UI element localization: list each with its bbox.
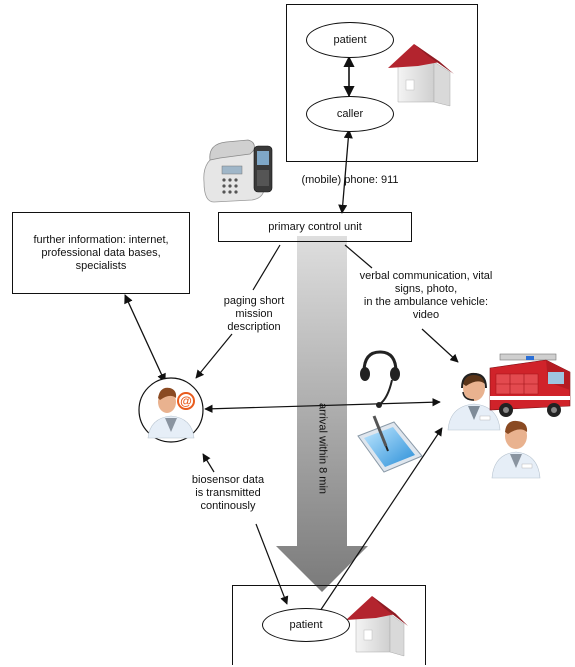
biosensor-line-2: is transmitted bbox=[195, 487, 261, 499]
ambulance-truck-icon bbox=[489, 353, 571, 417]
medic-icon bbox=[491, 420, 541, 479]
tablet-icon bbox=[357, 415, 423, 473]
biosensor-down-line bbox=[255, 523, 289, 605]
patient-label-bottom: patient bbox=[289, 619, 323, 631]
verbal-label: verbal communication, vital signs, photo… bbox=[356, 270, 496, 322]
info-line-3: specialists bbox=[75, 259, 127, 272]
info-box: further information: internet, professio… bbox=[12, 212, 190, 294]
verbal-line bbox=[344, 244, 373, 269]
home-scene-box bbox=[286, 4, 478, 162]
biosensor-line-1: biosensor data bbox=[191, 474, 265, 486]
control-unit-label: primary control unit bbox=[268, 220, 362, 233]
biosensor-up-arrow bbox=[202, 453, 215, 473]
phone-link-label: (mobile) phone: 911 bbox=[301, 174, 399, 186]
headset-icon bbox=[360, 350, 400, 408]
paging-line-2: mission bbox=[235, 308, 273, 320]
patient-label: patient bbox=[333, 34, 367, 46]
house-icon bbox=[346, 596, 408, 657]
verbal-line-1: verbal communication, vital bbox=[359, 270, 493, 282]
paging-line bbox=[252, 244, 281, 291]
doctor-paramedic-arrow bbox=[204, 398, 441, 413]
mobile-phone-icon bbox=[253, 145, 273, 193]
svg-text:@: @ bbox=[180, 394, 192, 408]
patient-node-bottom: patient bbox=[262, 608, 350, 642]
patient-location-box bbox=[232, 585, 426, 665]
verbal-line-4: video bbox=[412, 309, 440, 321]
verbal-line-3: in the ambulance vehicle: bbox=[363, 296, 489, 308]
info-line-1: further information: internet, bbox=[33, 233, 169, 246]
caller-label: caller bbox=[336, 108, 364, 120]
paramedic-patient-arrow bbox=[305, 427, 443, 633]
paging-arrow bbox=[195, 333, 233, 379]
phone-link-arrow bbox=[338, 129, 353, 214]
info-line-2: professional data bases, bbox=[41, 246, 161, 259]
patient-node-top: patient bbox=[306, 22, 394, 58]
arrival-label: arrival within 8 min bbox=[316, 402, 329, 495]
primary-control-unit: primary control unit bbox=[218, 212, 412, 242]
caller-node: caller bbox=[306, 96, 394, 132]
biosensor-label: biosensor data is transmitted continousl… bbox=[178, 474, 278, 513]
biosensor-line-3: continously bbox=[200, 500, 256, 512]
paramedic-headset-icon bbox=[447, 372, 501, 431]
desk-phone-icon bbox=[203, 139, 265, 203]
verbal-arrow bbox=[421, 328, 459, 363]
paging-line-3: description bbox=[227, 321, 281, 333]
verbal-line-2: signs, photo, bbox=[394, 283, 458, 295]
doctor-email-icon: @ bbox=[138, 377, 204, 443]
info-doctor-arrow bbox=[124, 294, 166, 383]
paging-label: paging short mission description bbox=[212, 295, 296, 334]
paging-line-1: paging short bbox=[223, 295, 285, 307]
house-icon bbox=[388, 44, 454, 107]
